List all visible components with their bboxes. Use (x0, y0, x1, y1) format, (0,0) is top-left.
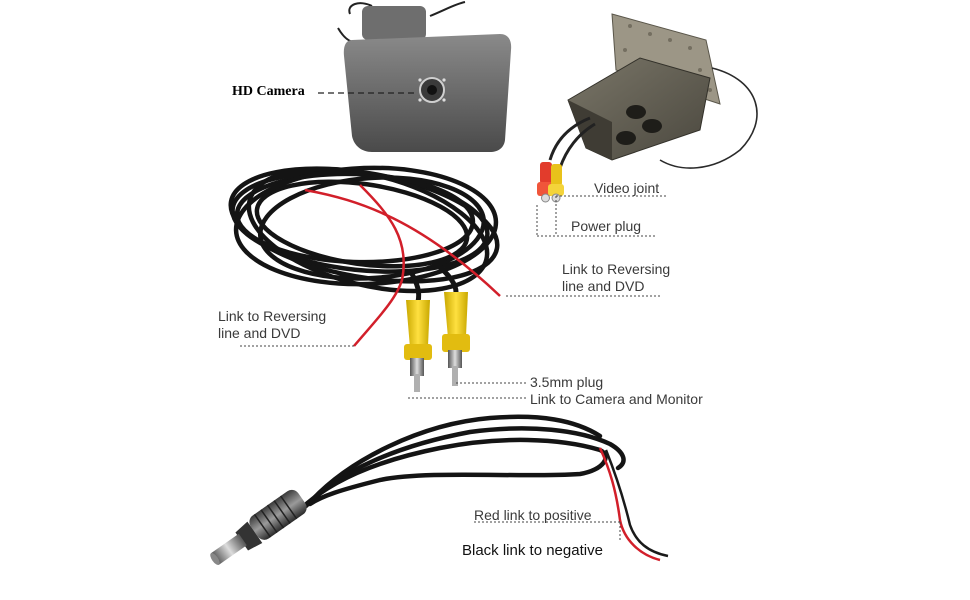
label-power-plug: Power plug (571, 218, 642, 234)
label-red-positive: Red link to positive (474, 507, 592, 523)
label-black-negative: Black link to negative (462, 542, 603, 559)
dc-plug (210, 489, 307, 566)
label-video-joint: Video joint (594, 180, 660, 196)
label-hd-camera: HD Camera (232, 84, 305, 99)
rca-plug-right (442, 292, 470, 386)
label-plug-size: 3.5mm plug (530, 374, 604, 390)
label-link-right-line2: line and DVD (562, 278, 645, 294)
rca-extension-cable (228, 165, 662, 399)
power-cable (210, 414, 669, 566)
label-link-left-line1: Link to Reversing (218, 308, 327, 324)
rca-plug-left (404, 300, 432, 392)
label-camera-monitor: Link to Camera and Monitor (530, 391, 703, 407)
hd-camera (318, 1, 512, 152)
label-link-left-line2: line and DVD (218, 325, 301, 341)
camera-bracket (536, 13, 758, 237)
label-link-right-line1: Link to Reversing (562, 261, 671, 277)
